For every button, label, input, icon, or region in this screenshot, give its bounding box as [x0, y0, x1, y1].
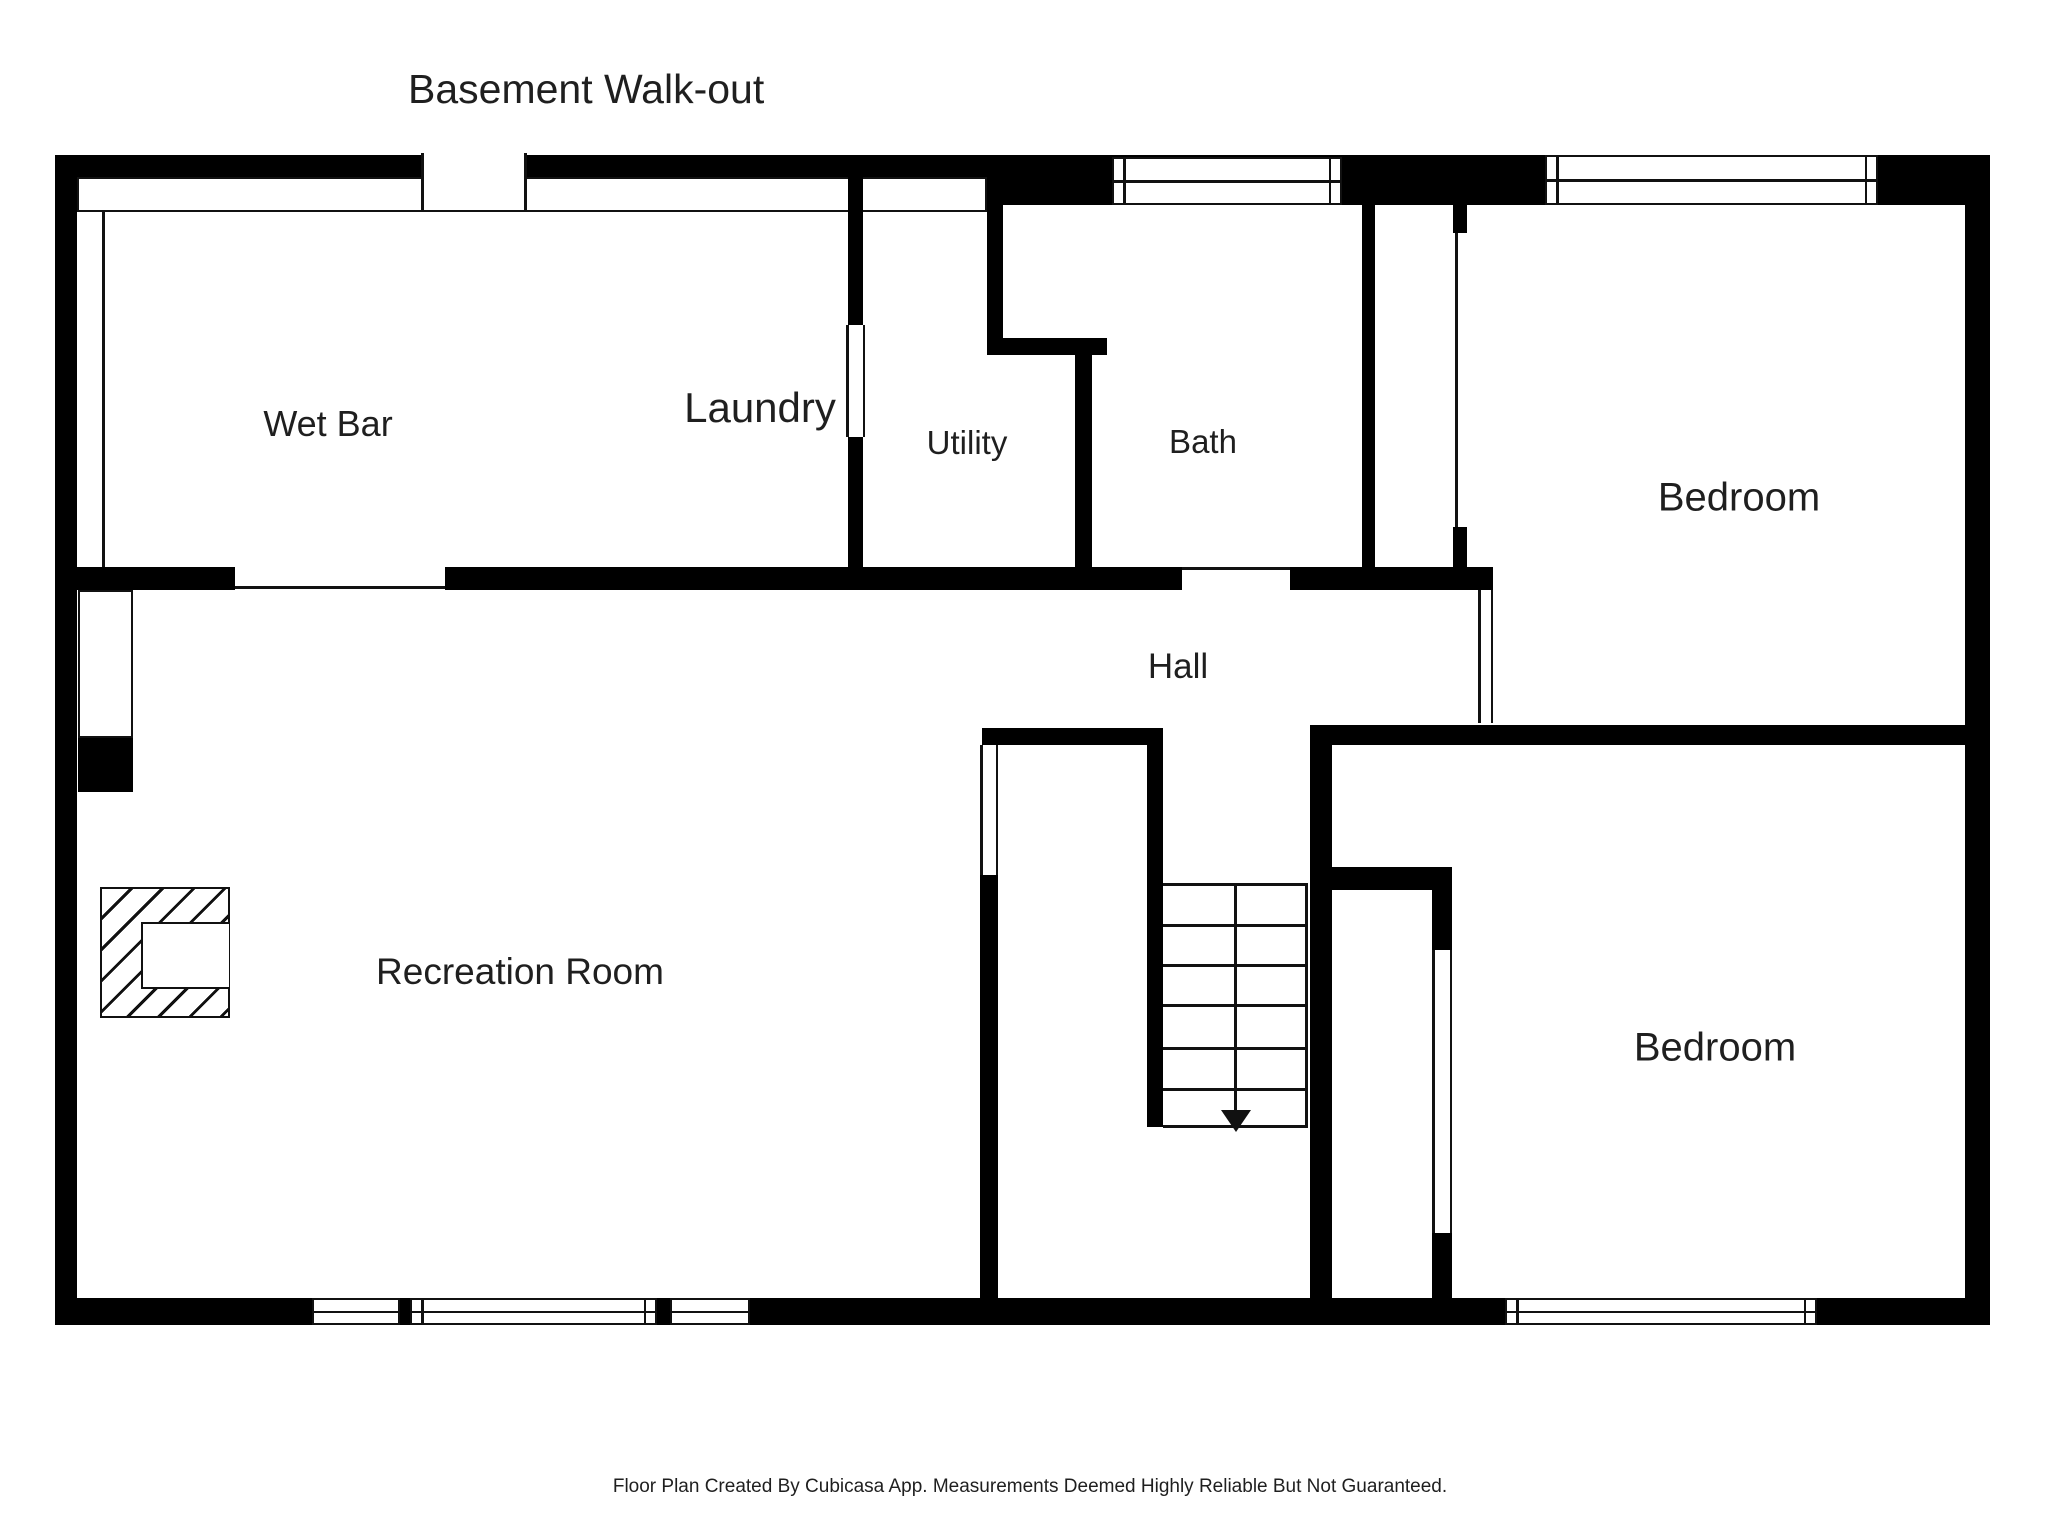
window-bottom-4 — [1505, 1298, 1817, 1325]
wall-bedroom2-left-lower — [1432, 1233, 1452, 1300]
closet-opening-line — [1455, 233, 1458, 527]
window-bottom-1 — [312, 1298, 400, 1325]
window-frame — [1516, 1300, 1519, 1323]
opening-edge-line — [1432, 950, 1435, 1233]
window-glass-line — [1547, 179, 1876, 182]
wall-utility-top — [987, 205, 1003, 355]
closet-stub-top — [1453, 205, 1467, 233]
wetbar-opening-line — [235, 586, 445, 589]
window-bottom-3 — [670, 1298, 750, 1325]
wall-hall-south-left — [982, 728, 1163, 745]
window-glass-line — [314, 1310, 398, 1313]
room-label-bath: Bath — [1169, 423, 1237, 460]
wall-bath-left — [1075, 355, 1092, 590]
window-frame — [643, 1300, 646, 1323]
wall-bedroom2-left-upper — [1432, 890, 1452, 950]
walkout-opening-frame-left — [421, 153, 424, 212]
top-window-band — [77, 177, 987, 212]
recroom-door-opening — [980, 745, 998, 875]
door-jamb-line — [846, 325, 849, 437]
room-label-laundry: Laundry — [684, 384, 836, 431]
window-glass-line — [412, 1310, 655, 1313]
wall-bedroom-divider — [1310, 725, 1965, 745]
window-glass-line — [672, 1310, 748, 1313]
room-label-bedroom-1: Bedroom — [1657, 475, 1821, 520]
window-bottom-2 — [410, 1298, 657, 1325]
opening-edge-line — [1490, 590, 1493, 723]
window-frame — [1556, 157, 1559, 203]
room-label-recreation-room: Recreation Room — [376, 951, 664, 992]
window-frame — [1864, 157, 1867, 203]
bath-door-line — [1182, 567, 1290, 570]
room-label-hall: Hall — [1147, 647, 1209, 686]
stairs-down-arrow-icon — [1221, 1110, 1251, 1132]
stairs-down-arrow-icon — [1234, 884, 1237, 1112]
door-jamb-line — [980, 745, 983, 875]
page-title: Basement Walk-out — [408, 66, 765, 112]
left-wall-nook — [78, 590, 133, 738]
room-label-utility: Utility — [926, 424, 1008, 461]
window-top-2 — [1545, 155, 1878, 205]
window-top-1 — [1112, 157, 1342, 205]
fireplace-icon — [100, 887, 230, 1018]
wall-bedroom2-closet-top — [1332, 867, 1452, 890]
window-frame — [421, 1300, 424, 1323]
door-jamb-line — [862, 325, 865, 437]
footer-disclaimer: Floor Plan Created By Cubicasa App. Meas… — [612, 1476, 1448, 1497]
window-glass-line — [1507, 1310, 1815, 1313]
room-label-bedroom-2: Bedroom — [1633, 1025, 1797, 1070]
bedroom2-opening — [1432, 950, 1452, 1233]
room-label-wet-bar: Wet Bar — [263, 403, 393, 444]
left-wall-pier — [78, 738, 133, 792]
closet-stub-bottom — [1453, 527, 1467, 567]
fireplace-firebox — [141, 922, 229, 989]
wetbar-boundary-line — [102, 212, 105, 567]
window-frame — [1328, 159, 1331, 203]
opening-edge-line — [1478, 590, 1481, 723]
opening-edge-line — [1449, 950, 1452, 1233]
wall-utility-bath-horizontal — [987, 338, 1107, 355]
window-frame — [1123, 159, 1126, 203]
wall-recroom-right — [980, 875, 998, 1300]
walkout-opening-frame-right — [524, 153, 527, 212]
hall-bedroom-opening — [1478, 590, 1493, 723]
wall-bath-right — [1362, 205, 1375, 590]
walkout-opening — [424, 153, 524, 181]
wall-stair-left — [1147, 745, 1163, 1127]
exterior-wall-left — [55, 155, 77, 1325]
stair-edge-line — [1305, 883, 1308, 1127]
door-jamb-line — [995, 745, 998, 875]
wall-stair-right — [1310, 728, 1332, 1300]
exterior-wall-right — [1965, 155, 1990, 1325]
window-glass-line — [1114, 180, 1340, 183]
laundry-door-opening — [846, 325, 865, 437]
window-frame — [1803, 1300, 1806, 1323]
